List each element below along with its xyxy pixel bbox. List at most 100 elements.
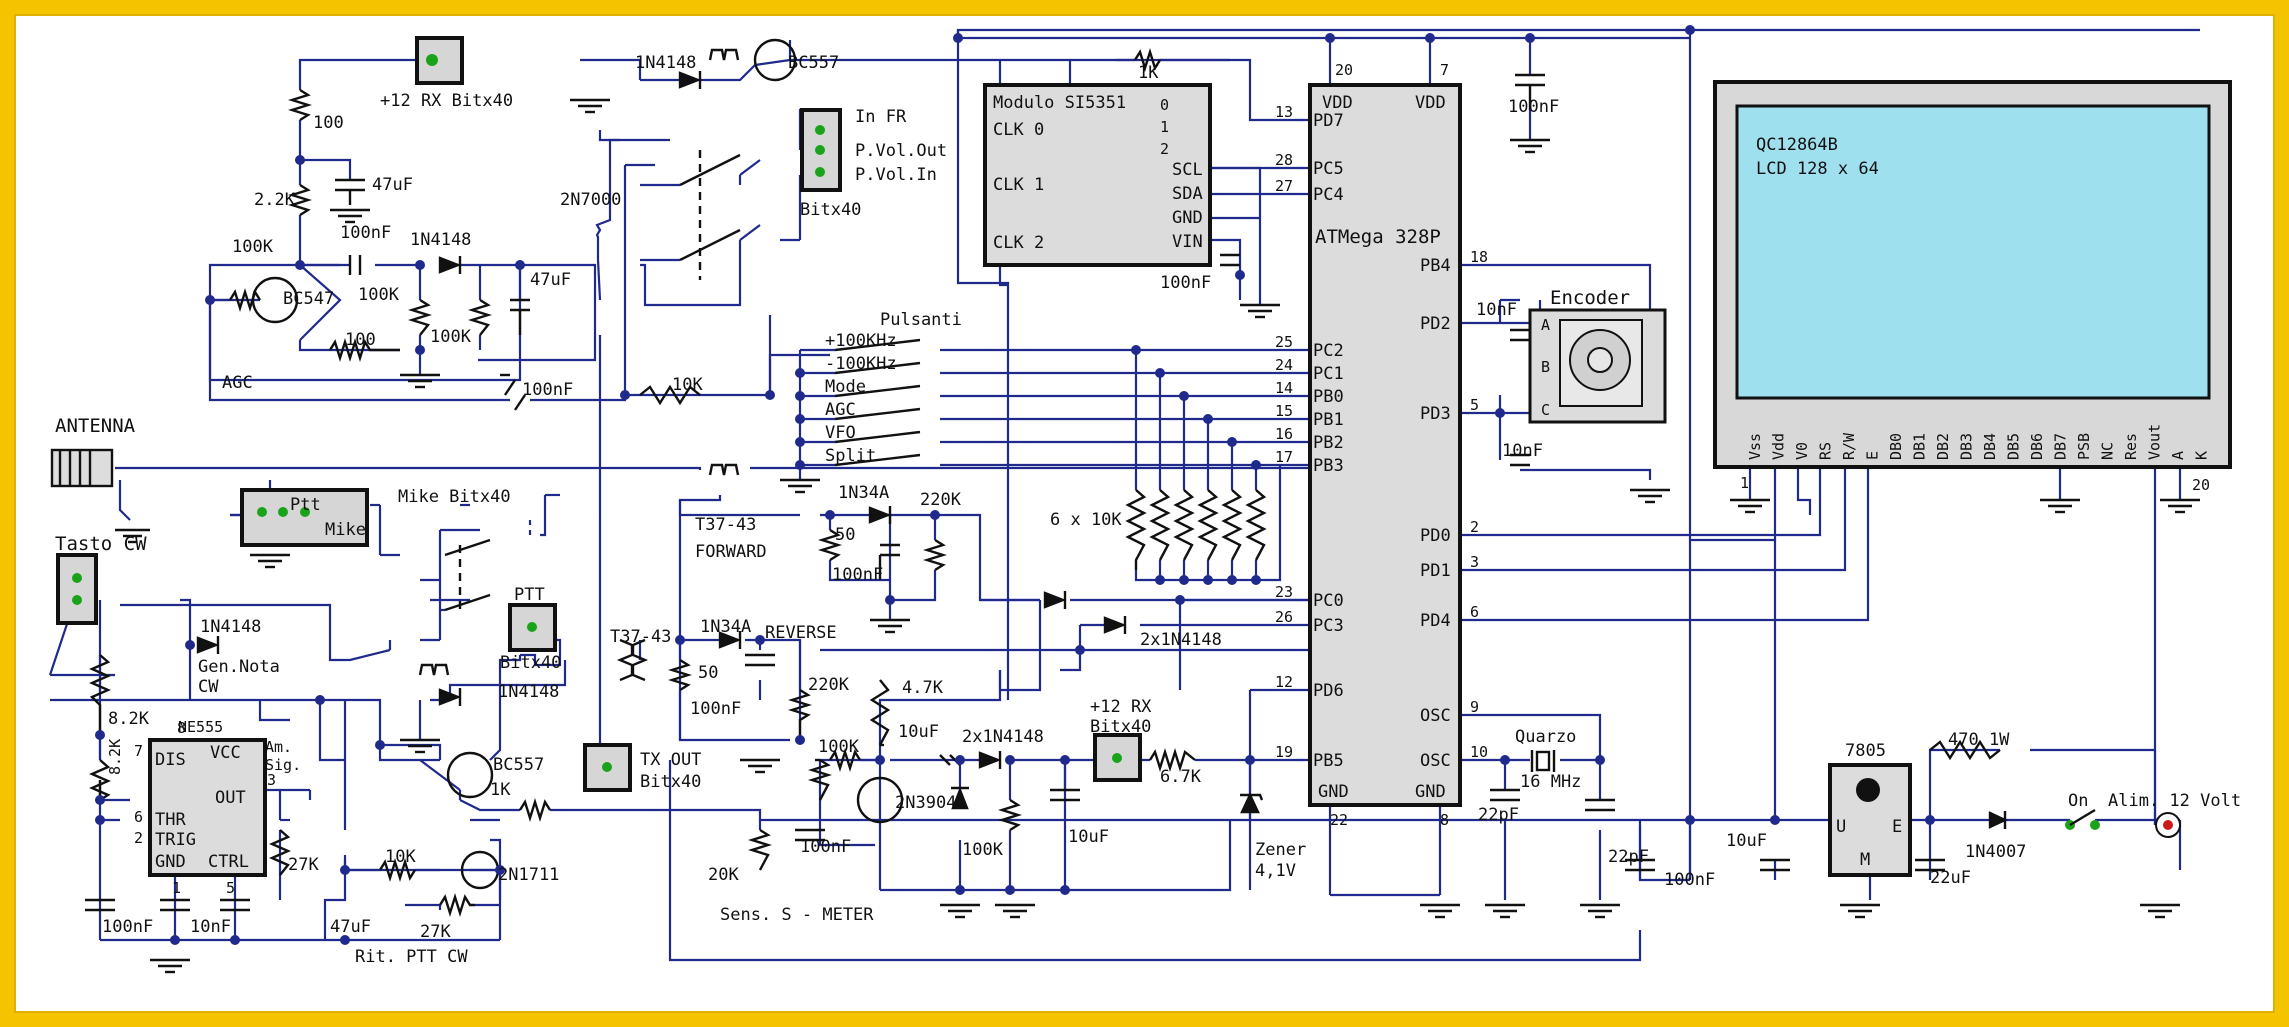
- val-c100n-reg: 100nF: [1664, 870, 1715, 890]
- val-c100n-555: 100nF: [102, 917, 153, 937]
- atmega-chip: [1308, 83, 1462, 807]
- val-r27k: 27K: [288, 855, 319, 875]
- mcu-pin-label-pc5: PC5: [1313, 159, 1344, 179]
- val-r100k-e: 100K: [962, 840, 1004, 860]
- mcu-vdd-left: VDD: [1322, 93, 1353, 113]
- ne555-out: OUT: [215, 788, 246, 808]
- val-c100n-line: 100nF: [522, 380, 573, 400]
- label-on: On: [2068, 791, 2088, 811]
- ne555-gnd: GND: [155, 852, 186, 872]
- mcu-pin-num-right-3: 2: [1470, 518, 1479, 536]
- label-pvol-out: P.Vol.Out: [855, 141, 947, 161]
- lcd-pin-8: DB2: [1934, 433, 1952, 460]
- mcu-pin-num-12: 12: [1275, 673, 1293, 691]
- ne555-p5: 5: [226, 879, 235, 897]
- label-agc: AGC: [222, 373, 253, 393]
- label-antenna: ANTENNA: [55, 415, 136, 437]
- mcu-pin-num-15: 15: [1275, 402, 1293, 420]
- encoder-a: A: [1541, 316, 1550, 334]
- component-values: 1N4148 BC557 1K 100nF 100 47uF 2.2K 100n…: [102, 53, 2026, 942]
- val-r100k-d: 100K: [818, 737, 860, 757]
- label-rx12b2: Bitx40: [1090, 717, 1151, 737]
- label-mike-bitx: Mike Bitx40: [398, 487, 511, 507]
- lcd-pin-3: RS: [1817, 442, 1835, 460]
- mike-connector: [240, 488, 369, 547]
- lcd-pin-0: Vss: [1746, 433, 1764, 460]
- val-d1n4007: 1N4007: [1965, 842, 2026, 862]
- lcd-model: QC12864B: [1756, 135, 1838, 155]
- on-switch-lever: [2069, 808, 2096, 827]
- lcd-pin-7: DB1: [1911, 433, 1929, 460]
- mcu-pin-label-right-4: PD1: [1420, 561, 1451, 581]
- lcd-pin-1: Vdd: [1770, 433, 1788, 460]
- mcu-pin-label-right-1: PD2: [1420, 314, 1451, 334]
- label-mike: Mike: [325, 520, 366, 540]
- ne555-trig: TRIG: [155, 830, 196, 850]
- lcd-pin1: 1: [1740, 474, 1749, 492]
- si5351-vin: VIN: [1172, 232, 1203, 252]
- buttons-title: Pulsanti: [880, 310, 962, 330]
- val-r100: 100: [313, 113, 344, 133]
- si5351-clk0: CLK 0: [993, 120, 1044, 140]
- label-sens: Sens. S - METER: [720, 905, 874, 925]
- mcu-gnd-left-num: 22: [1330, 811, 1348, 829]
- val-d1n4148-relay: 1N4148: [498, 682, 559, 702]
- val-c10u-c: 10uF: [1726, 831, 1767, 851]
- txout-pin: [602, 762, 612, 772]
- mcu-pin-num-19: 19: [1275, 743, 1293, 761]
- bitx40-pin-1: [815, 125, 825, 135]
- val-d2x1n4148: 2x1N4148: [1140, 630, 1222, 650]
- val-c100n-s: 100nF: [800, 837, 851, 857]
- mcu-pin-label-pc3: PC3: [1313, 616, 1344, 636]
- label-in-fr: In FR: [855, 107, 907, 127]
- encoder-label: Encoder: [1550, 287, 1630, 309]
- val-c100n-f: 100nF: [832, 565, 883, 585]
- ne555-p1: 1: [172, 879, 181, 897]
- lcd-pin-12: DB6: [2028, 433, 2046, 460]
- val-r2k2: 2.2K: [254, 190, 296, 210]
- button-label-2: Mode: [825, 377, 866, 397]
- rx12b-connector: [1093, 733, 1142, 782]
- mcu-pin-num-right-5: 6: [1470, 603, 1479, 621]
- lcd-pin-9: DB3: [1958, 433, 1976, 460]
- val-c100n-agc: 100nF: [340, 223, 391, 243]
- mcu-pin-num-27: 27: [1275, 177, 1293, 195]
- val-bc557-b: BC557: [493, 755, 544, 775]
- bitx40-pin-2: [815, 145, 825, 155]
- si5351-module: [983, 83, 1212, 267]
- val-c100n-vin: 100nF: [1160, 273, 1211, 293]
- label-am-sig: Am.: [265, 738, 292, 756]
- mcu-vdd-left-num: 20: [1335, 61, 1353, 79]
- encoder-c: C: [1541, 401, 1550, 419]
- label-zener: Zener: [1255, 840, 1306, 860]
- lcd-pin-16: Res: [2122, 433, 2140, 460]
- mcu-pin-num-25: 25: [1275, 333, 1293, 351]
- val-r47k: 4.7K: [902, 678, 944, 698]
- val-c10u-b: 10uF: [1068, 827, 1109, 847]
- label-pvol-in: P.Vol.In: [855, 165, 937, 185]
- lcd-pin-14: PSB: [2075, 433, 2093, 460]
- mcu-pin-num-right-7: 10: [1470, 743, 1488, 761]
- label-t37-fwd: T37-43: [695, 515, 756, 535]
- val-c100n-top: 100nF: [1508, 97, 1559, 117]
- lcd-desc: LCD 128 x 64: [1756, 159, 1879, 179]
- regulator-name: 7805: [1845, 741, 1886, 761]
- regulator-m: M: [1860, 850, 1870, 870]
- regulator-u: U: [1836, 817, 1846, 837]
- lcd-pin-4: R/W: [1840, 432, 1858, 460]
- label-rit: Rit. PTT CW: [355, 947, 468, 967]
- label-quarzo: Quarzo: [1515, 727, 1576, 747]
- label-tx-out2: Bitx40: [640, 772, 701, 792]
- lcd-pin-15: NC: [2099, 442, 2117, 460]
- label-alim: Alim. 12 Volt: [2108, 791, 2241, 811]
- mcu-pin-label-pc2: PC2: [1313, 341, 1344, 361]
- label-tasto: Tasto CW: [55, 533, 147, 555]
- lcd-pin-10: DB4: [1981, 433, 1999, 460]
- tasto-pin-2: [72, 595, 82, 605]
- mcu-pin-num-23: 23: [1275, 583, 1293, 601]
- lcd-pin-6: DB0: [1887, 433, 1905, 460]
- mcu-pin-num-16: 16: [1275, 425, 1293, 443]
- label-tx-out: TX OUT: [640, 750, 701, 770]
